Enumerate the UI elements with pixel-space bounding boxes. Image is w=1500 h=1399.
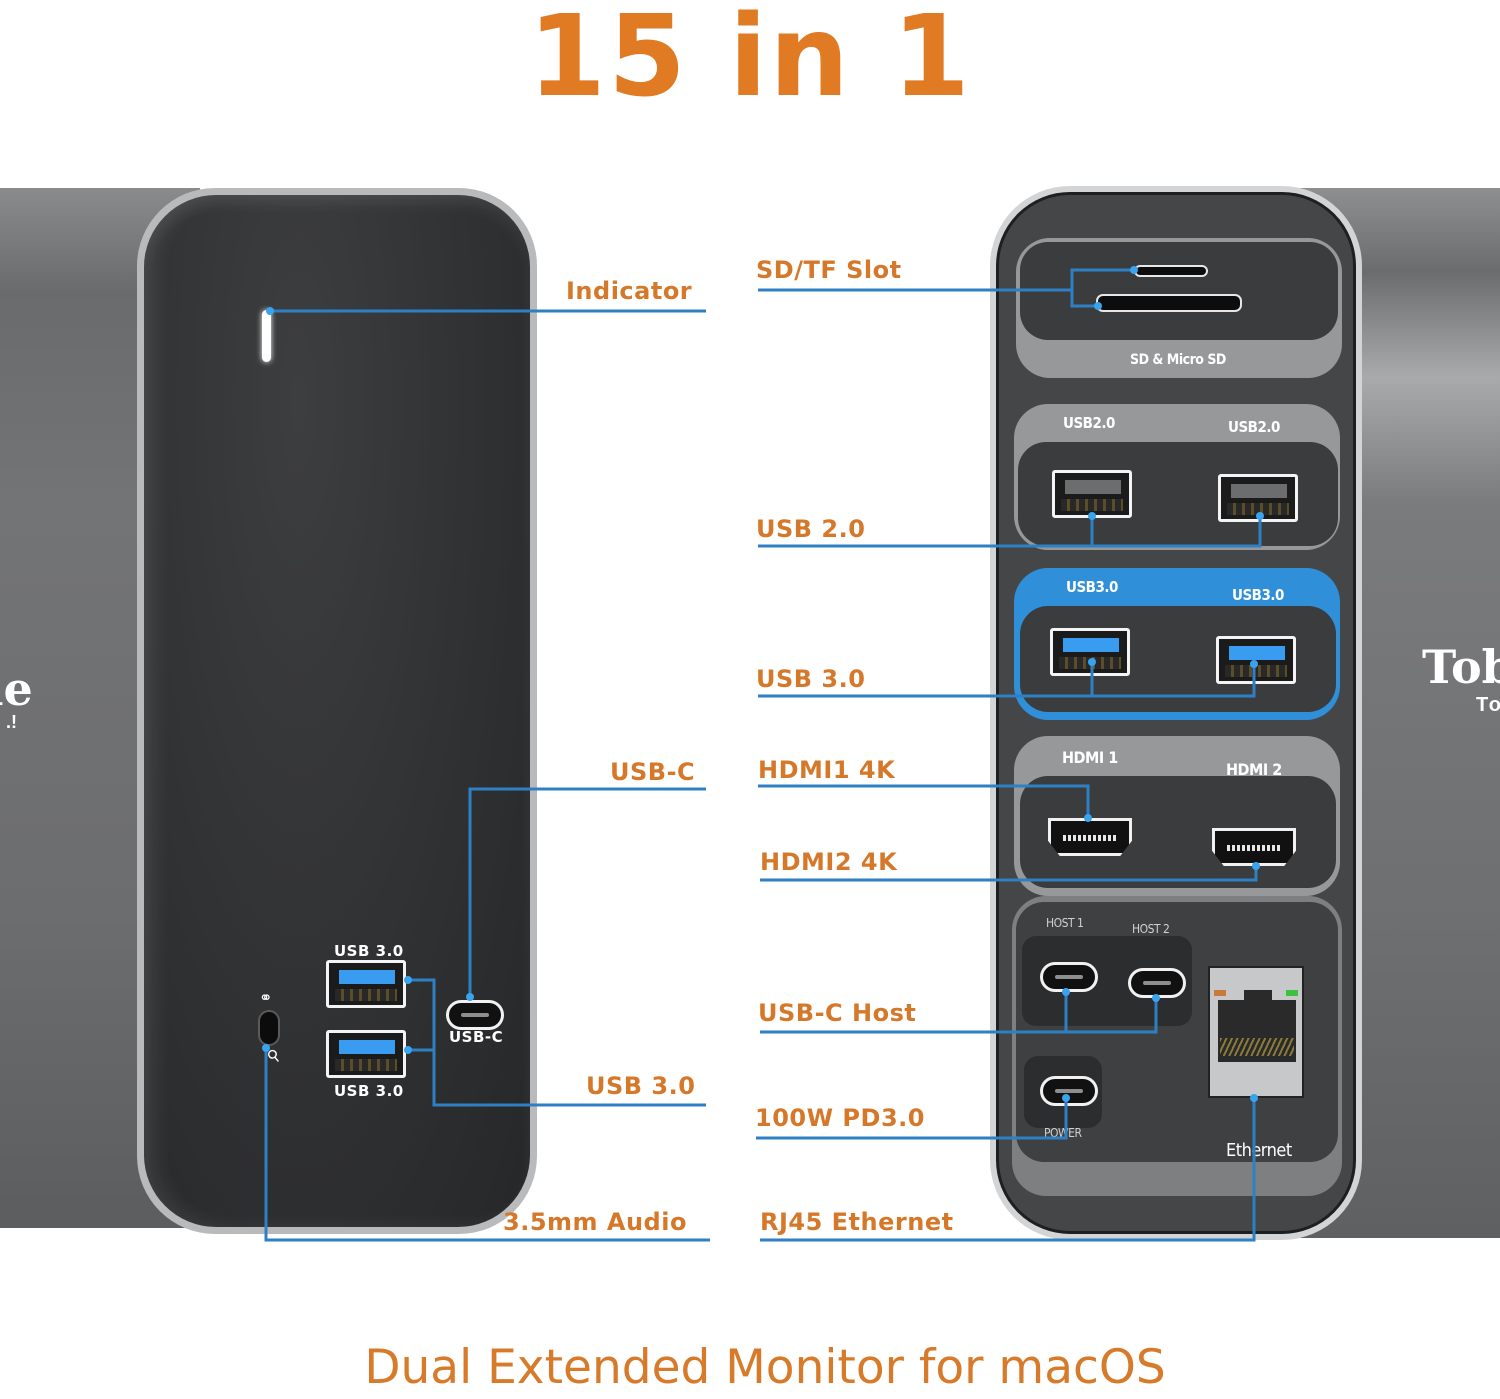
usb-c-host2-port [1128, 968, 1186, 998]
hdmi2-port [1212, 828, 1296, 866]
brand-sub-left: .! [6, 712, 17, 732]
usb3-port-left-top [326, 960, 406, 1008]
micro-sd-slot [1134, 265, 1208, 277]
ethernet-label: Ethernet [1226, 1140, 1292, 1161]
sd-slot [1096, 294, 1242, 312]
hdmi1-label: HDMI 1 [1062, 748, 1118, 767]
indicator-led [262, 310, 271, 362]
host2-label: HOST 2 [1132, 922, 1170, 936]
usb-c-power-port [1040, 1076, 1098, 1106]
callout-usb-c: USB-C [610, 758, 696, 786]
usb3-port-left-bottom [326, 1030, 406, 1078]
usb2-port-1 [1052, 470, 1132, 518]
callout-usb2: USB 2.0 [756, 515, 866, 543]
usb3-label-left: USB3.0 [1066, 578, 1118, 596]
headline-title: 15 in 1 [528, 0, 972, 122]
usb3-bottom-label: USB 3.0 [334, 1082, 404, 1100]
callout-usb3-right: USB 3.0 [756, 665, 866, 693]
callout-pd: 100W PD3.0 [755, 1104, 925, 1132]
usb-c-label: USB-C [449, 1028, 504, 1046]
audio-jack [258, 1010, 280, 1046]
usb3-port-2 [1216, 636, 1296, 684]
brand-sub-right: To [1476, 694, 1500, 716]
usb2-label-right: USB2.0 [1228, 418, 1280, 436]
hdmi2-label: HDMI 2 [1226, 760, 1282, 779]
usb-c-host1-port [1040, 962, 1098, 992]
usb3-label-right: USB3.0 [1232, 586, 1284, 604]
usb2-port-2 [1218, 474, 1298, 522]
sd-panel-inner [1020, 242, 1338, 340]
power-label: POWER [1044, 1126, 1082, 1140]
callout-rj45: RJ45 Ethernet [760, 1208, 954, 1236]
callout-audio: 3.5mm Audio [503, 1208, 687, 1236]
rj45-ethernet-port [1208, 966, 1304, 1098]
usb2-label-left: USB2.0 [1063, 414, 1115, 432]
usb3-port-1 [1050, 628, 1130, 676]
footer-subtitle: Dual Extended Monitor for macOS [364, 1340, 1166, 1395]
callout-indicator: Indicator [566, 277, 693, 305]
callout-hdmi2: HDMI2 4K [760, 848, 898, 876]
hdmi1-port [1048, 818, 1132, 856]
callout-sd-tf-slot: SD/TF Slot [756, 256, 902, 284]
usb-c-port-left [446, 1000, 504, 1030]
brand-logo-left: ne [0, 662, 33, 716]
callout-usb-c-host: USB-C Host [758, 999, 917, 1027]
callout-usb3-left: USB 3.0 [586, 1072, 696, 1100]
sd-panel-label: SD & Micro SD [1130, 352, 1226, 368]
brand-logo-right: Tob [1422, 640, 1500, 694]
headphone-icon: ⚭ [259, 990, 273, 1007]
usb3-top-label: USB 3.0 [334, 942, 404, 960]
callout-hdmi1: HDMI1 4K [758, 756, 896, 784]
host1-label: HOST 1 [1046, 916, 1084, 930]
